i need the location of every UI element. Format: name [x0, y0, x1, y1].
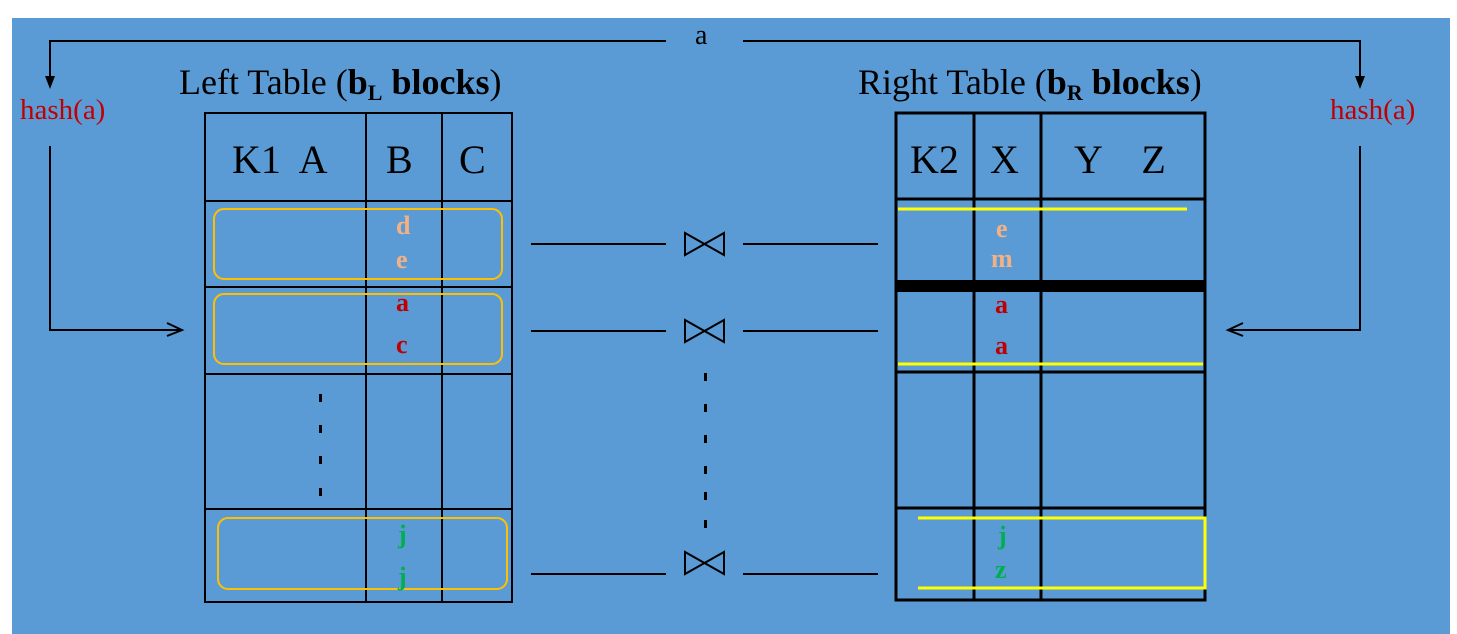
left-header-c: C [459, 137, 486, 182]
middle-ellipsis [704, 373, 707, 528]
right-value: j [998, 521, 1007, 550]
left-bucket-outline-n [217, 517, 508, 590]
right-title-blocks: blocks [1082, 62, 1190, 102]
join-symbol-icon [684, 231, 725, 257]
left-value: j [398, 562, 407, 591]
left-title-prefix: Left Table ( [179, 62, 348, 102]
right-header-k2: K2 [910, 137, 959, 182]
right-table-title: Right Table (bR blocks) [858, 61, 1202, 106]
left-title-blocks: blocks [382, 62, 490, 102]
right-header-x: X [990, 137, 1019, 182]
top-connector-right [743, 40, 1361, 84]
right-table-grid [894, 111, 1207, 602]
left-value: c [396, 330, 408, 359]
top-connector-left [49, 40, 666, 84]
arrow-left-icon [1225, 322, 1244, 337]
join-symbol-icon [684, 550, 725, 576]
right-value: e [996, 214, 1008, 243]
left-title-sub: L [367, 80, 383, 105]
right-title-b: b [1046, 62, 1067, 102]
left-value: d [396, 211, 411, 240]
join-lines [531, 243, 878, 575]
join-attribute-label: a [695, 20, 708, 51]
hash-label-left: hash(a) [20, 94, 106, 126]
left-ellipsis [319, 394, 322, 496]
left-table-grid [204, 112, 513, 603]
left-value: e [396, 245, 408, 274]
right-title-prefix: Right Table ( [858, 62, 1047, 102]
left-title-b: b [347, 62, 368, 102]
right-block-separator [896, 280, 1205, 292]
left-value: j [398, 520, 407, 549]
right-header-yz: Y Z [1074, 137, 1166, 182]
right-value: m [991, 244, 1013, 273]
left-table-title: Left Table (bL blocks) [179, 61, 502, 106]
arrow-down-right-icon [1355, 76, 1365, 89]
left-title-close: ) [489, 62, 502, 102]
diagram-lines [45, 40, 1365, 603]
right-value: a [995, 290, 1008, 319]
right-title-sub: R [1066, 80, 1083, 105]
right-value: a [995, 331, 1008, 360]
join-symbol-icon [684, 318, 725, 344]
right-bucket-bracket-n [918, 516, 1207, 590]
right-title-close: ) [1189, 62, 1202, 102]
right-hash-arrow [1230, 146, 1361, 331]
left-bucket-outline-1 [213, 208, 503, 280]
left-header-b: B [386, 137, 413, 182]
arrow-right-icon [166, 322, 185, 337]
diagram-canvas: a hash(a) hash(a) Left Table (bL blocks)… [12, 18, 1450, 634]
left-header-k1a: K1 A [232, 137, 328, 182]
left-hash-arrow [49, 146, 180, 331]
left-value: a [396, 288, 409, 317]
right-value: z [995, 555, 1007, 584]
arrow-down-left-icon [45, 76, 55, 89]
left-bucket-outline-2 [213, 293, 503, 365]
hash-label-right: hash(a) [1330, 94, 1416, 126]
